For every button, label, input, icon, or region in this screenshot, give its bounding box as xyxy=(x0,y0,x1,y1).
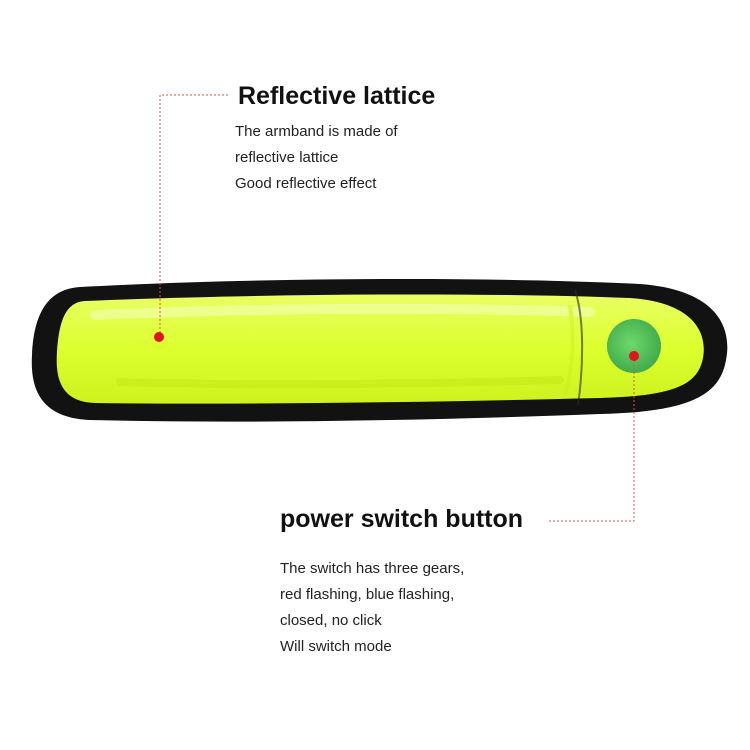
power-switch-button[interactable] xyxy=(607,319,661,373)
pocket-seam xyxy=(574,289,584,406)
leader-line-switch xyxy=(548,356,635,522)
description-line: The switch has three gears, xyxy=(280,560,465,577)
marker-dot-switch xyxy=(629,351,639,361)
description-line: The armband is made of xyxy=(235,123,398,140)
reflective-lattice-title: Reflective lattice xyxy=(238,82,436,110)
power-switch-title: power switch button xyxy=(280,505,524,533)
description-line: closed, no click xyxy=(280,612,382,629)
armband-fabric xyxy=(56,294,704,404)
power-switch-description: The switch has three gears, red flashing… xyxy=(280,556,464,660)
description-line: reflective lattice xyxy=(235,149,339,166)
description-line: Will switch mode xyxy=(280,638,392,655)
marker-dot-reflective xyxy=(154,332,164,342)
description-line: Good reflective effect xyxy=(235,175,377,192)
description-line: red flashing, blue flashing, xyxy=(280,586,455,603)
reflective-lattice-description: The armband is made of reflective lattic… xyxy=(235,119,398,197)
reflective-lattice-sheen xyxy=(90,303,595,396)
leader-line-reflective xyxy=(159,94,228,337)
